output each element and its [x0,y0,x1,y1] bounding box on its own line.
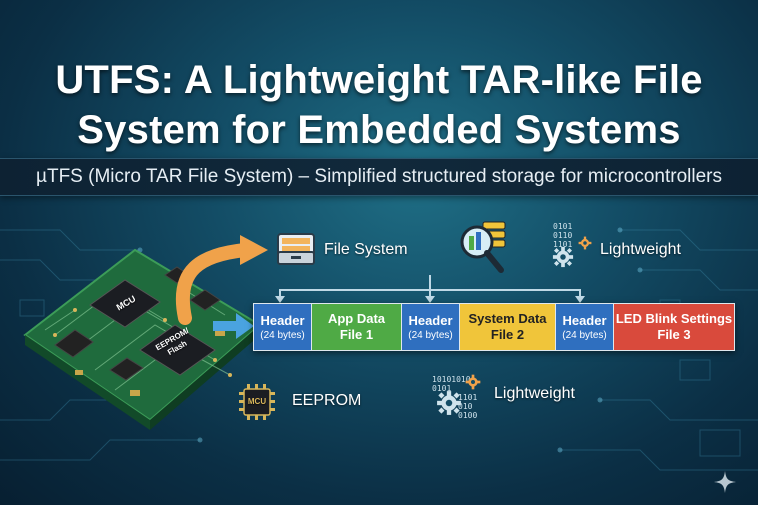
lightweight-label-bottom: Lightweight [494,385,575,402]
binary-text-bottom: 10101010 0101 1101 010 0100 [432,375,478,420]
system-data-block: System Data File 2 [460,304,556,350]
eeprom-chip [139,324,216,376]
file-layout-strip: Header (24 bytes) App Data File 1 Header… [253,303,735,351]
file-cabinet-icon [277,233,315,265]
chip-icon [239,384,275,420]
eeprom-label: EEPROM [292,392,362,409]
subtitle: µTFS (Micro TAR File System) – Simplifie… [36,166,722,187]
sparkle-icon [714,471,736,493]
orange-arrow [175,243,252,325]
header-block-2: Header (24 bytes) [402,304,460,350]
blue-arrow [236,313,254,339]
subtitle-bar: µTFS (Micro TAR File System) – Simplifie… [0,158,758,196]
lightweight-label-top: Lightweight [600,241,681,258]
led-settings-block: LED Blink Settings File 3 [614,304,734,350]
file-system-label: File System [324,241,408,258]
binary-text-top: 0101 0110 1101 [553,222,573,249]
chip-icon-label: MCU [247,397,267,406]
gear-icon-bottom [437,391,461,415]
circuit-board-illustration [23,248,262,430]
gear-icon [552,246,574,268]
header-block-3: Header (24 bytes) [556,304,614,350]
title-line-1: UTFS: A Lightweight TAR-like File [55,58,703,102]
database-search-icon [460,221,506,273]
header-block-1: Header (24 bytes) [254,304,312,350]
app-data-block: App Data File 1 [312,304,402,350]
mcu-chip [89,279,161,328]
title-line-2: System for Embedded Systems [77,108,681,152]
gear-icon-bottom-small [465,374,481,390]
gear-icon-small [578,236,592,250]
